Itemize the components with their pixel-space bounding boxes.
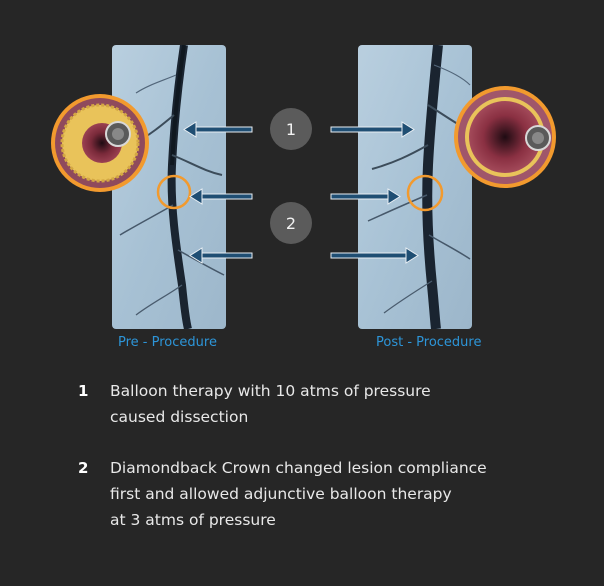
step-note-line: Diamondback Crown changed lesion complia… bbox=[110, 459, 487, 477]
pointer-arrow bbox=[330, 188, 401, 205]
step-note-line: caused dissection bbox=[110, 408, 249, 426]
pre-procedure-angiogram bbox=[112, 45, 226, 329]
step-note-text: Balloon therapy with 10 atms of pressure… bbox=[110, 378, 431, 430]
post-procedure-caption: Post - Procedure bbox=[376, 335, 482, 350]
lesion-highlight-ring bbox=[406, 174, 444, 212]
pointer-arrow bbox=[330, 247, 419, 264]
step-note-line: Balloon therapy with 10 atms of pressure bbox=[110, 382, 431, 400]
step-note-2: 2 Diamondback Crown changed lesion compl… bbox=[78, 455, 548, 533]
step-note-number: 1 bbox=[78, 382, 89, 400]
pre-vessel-cross-section bbox=[51, 94, 149, 192]
step-2-badge: 2 bbox=[270, 202, 312, 244]
step-note-line: at 3 atms of pressure bbox=[110, 511, 276, 529]
post-procedure-angiogram bbox=[358, 45, 472, 329]
pre-procedure-caption: Pre - Procedure bbox=[118, 335, 217, 350]
lesion-highlight-ring bbox=[156, 174, 192, 210]
pointer-arrow bbox=[183, 121, 253, 138]
pointer-arrow bbox=[189, 188, 253, 205]
step-note-line: first and allowed adjunctive balloon the… bbox=[110, 485, 452, 503]
step-note-number: 2 bbox=[78, 459, 89, 477]
step-1-badge: 1 bbox=[270, 108, 312, 150]
pointer-arrow bbox=[189, 247, 253, 264]
post-vessel-cross-section bbox=[454, 86, 556, 188]
pointer-arrow bbox=[330, 121, 415, 138]
step-notes: 1 Balloon therapy with 10 atms of pressu… bbox=[78, 378, 548, 558]
step-note-text: Diamondback Crown changed lesion complia… bbox=[110, 455, 487, 533]
step-note-1: 1 Balloon therapy with 10 atms of pressu… bbox=[78, 378, 548, 430]
